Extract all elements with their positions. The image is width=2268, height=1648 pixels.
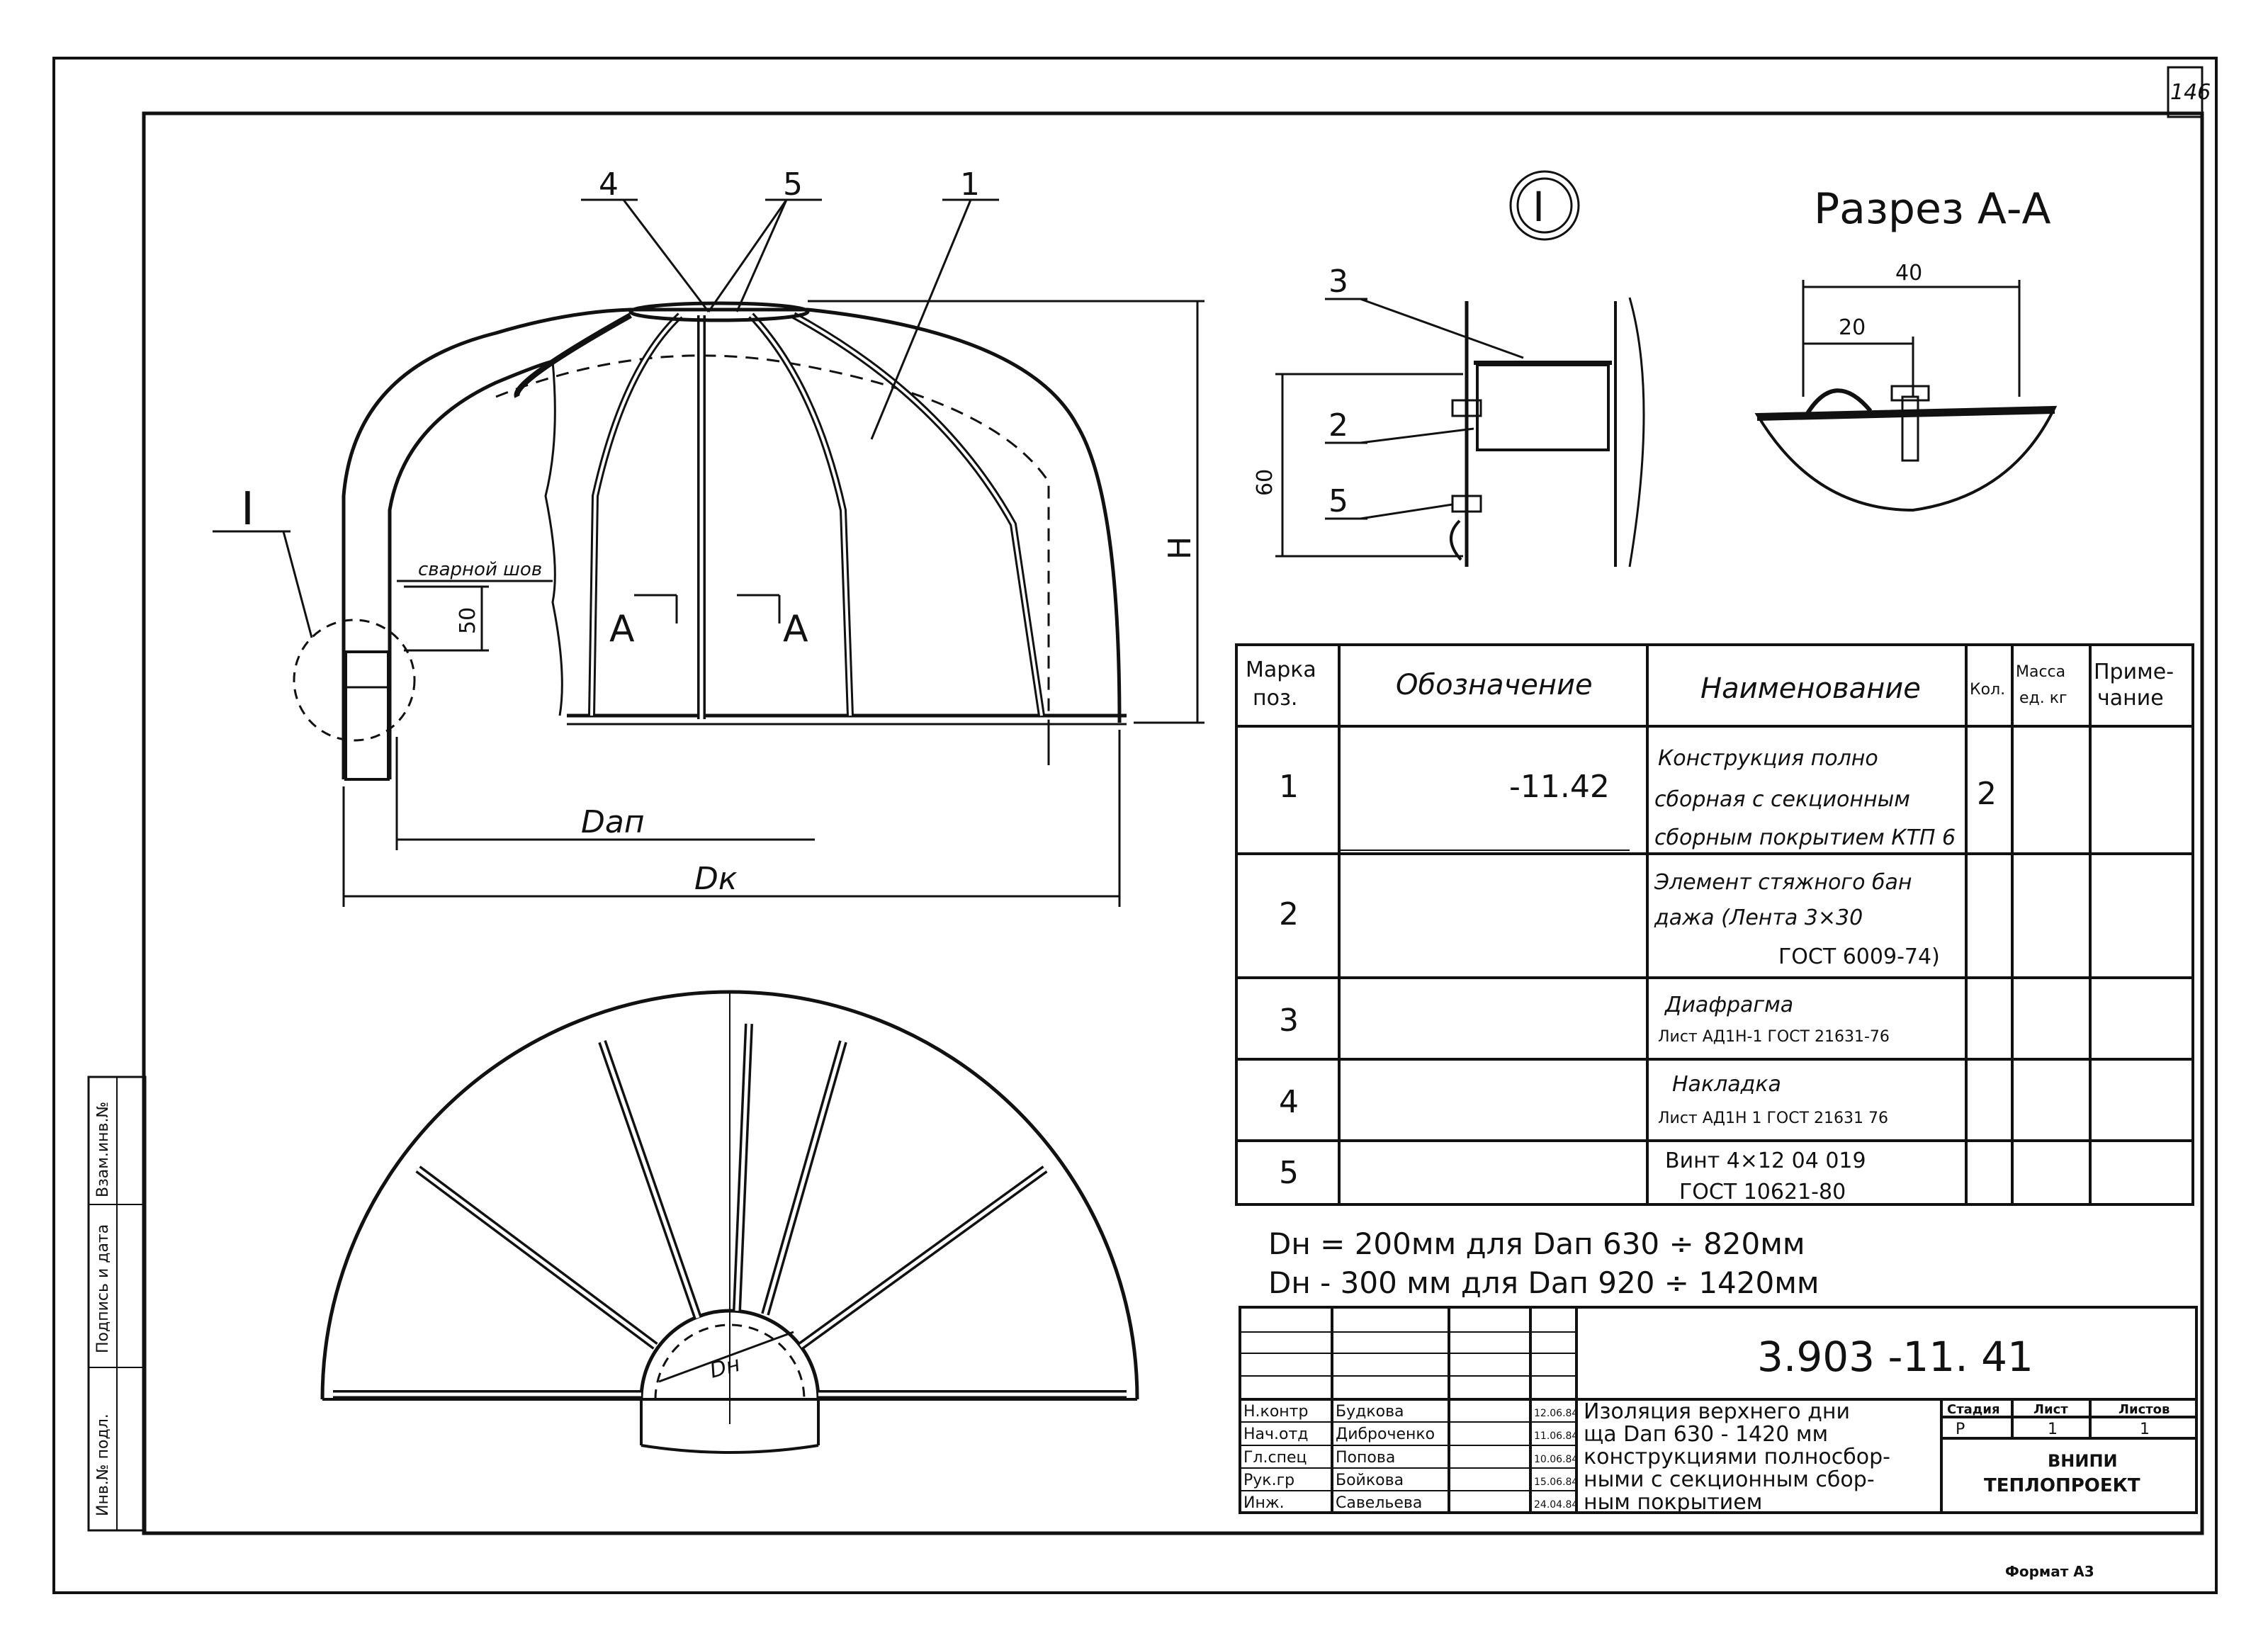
callout-I: I bbox=[241, 483, 254, 536]
row5-name-1: ГОСТ 10621-80 bbox=[1679, 1180, 1846, 1204]
tb-desc-1: ща Dап 630 - 1420 мм bbox=[1584, 1422, 1828, 1447]
section-dim-40: 40 bbox=[1895, 261, 1922, 286]
tb-name-4: Савельева bbox=[1336, 1494, 1422, 1512]
row2-mark: 2 bbox=[1279, 896, 1299, 932]
tb-name-0: Будкова bbox=[1336, 1403, 1404, 1421]
dim-50: 50 bbox=[456, 607, 480, 634]
row5-mark: 5 bbox=[1279, 1155, 1299, 1191]
spec-table bbox=[1235, 643, 2194, 1206]
tb-code: 3.903 -11. 41 bbox=[1757, 1333, 2033, 1381]
tb-org-0: ВНИПИ bbox=[2048, 1451, 2118, 1471]
tb-role-2: Гл.спец bbox=[1243, 1449, 1307, 1467]
tb-date-4: 24.04.84 bbox=[1534, 1499, 1578, 1511]
dim-Dap: Dап bbox=[581, 804, 645, 840]
outer-border bbox=[52, 57, 2218, 1594]
section-title: Разрез А-А bbox=[1814, 184, 2051, 234]
side-stamp-zam: Взам.инв.№ bbox=[94, 1102, 112, 1197]
tb-role-3: Рук.гр bbox=[1243, 1472, 1294, 1489]
callout-1: 1 bbox=[960, 167, 980, 203]
row2-name-2: ГОСТ 6009-74) bbox=[1778, 944, 1940, 969]
row5-name-0: Винт 4×12 04 019 bbox=[1665, 1148, 1866, 1173]
row4-mark: 4 bbox=[1279, 1084, 1299, 1120]
tb-stage-header: Стадия bbox=[1947, 1402, 2000, 1417]
row4-name-1: Лист АД1Н 1 ГОСТ 21631 76 bbox=[1658, 1110, 1888, 1127]
tb-sheet: 1 bbox=[2048, 1421, 2058, 1438]
tb-desc-0: Изоляция верхнего дни bbox=[1584, 1399, 1850, 1424]
th-designation: Обозначение bbox=[1396, 669, 1593, 701]
tb-desc-2: конструкциями полносбор- bbox=[1584, 1445, 1890, 1469]
row4-name-0: Накладка bbox=[1672, 1072, 1781, 1097]
row1-mark: 1 bbox=[1279, 769, 1299, 805]
row2-name-0: Элемент стяжного бан bbox=[1654, 870, 1912, 895]
dim-Dk: Dк bbox=[694, 861, 738, 897]
dim-Dn: Dн bbox=[707, 1352, 743, 1384]
weld-label: сварной шов bbox=[418, 559, 542, 580]
callout-4: 4 bbox=[599, 167, 619, 203]
side-stamp: Инв.№ подл. Подпись и дата Взам.инв.№ bbox=[87, 1076, 147, 1532]
th-qty: Кол. bbox=[1970, 681, 2005, 699]
tb-name-1: Диброченко bbox=[1336, 1426, 1435, 1443]
th-mark-2: поз. bbox=[1253, 686, 1297, 711]
format-label: Формат А3 bbox=[2005, 1563, 2094, 1580]
tb-name-2: Попова bbox=[1336, 1449, 1395, 1467]
note-2: Dн - 300 мм для Dап 920 ÷ 1420мм bbox=[1268, 1265, 1820, 1300]
tb-date-0: 12.06.84 bbox=[1534, 1408, 1578, 1419]
dim-H: H bbox=[1162, 536, 1198, 560]
tb-date-1: 11.06.84 bbox=[1534, 1430, 1578, 1442]
row1-qty: 2 bbox=[1977, 776, 1997, 812]
row3-mark: 3 bbox=[1279, 1003, 1299, 1039]
tb-stage: Р bbox=[1956, 1421, 1965, 1438]
row1-name-2: сборным покрытием КТП 6 bbox=[1654, 825, 1956, 850]
th-mass-2: ед. кг bbox=[2019, 689, 2067, 707]
section-view bbox=[1754, 280, 2058, 512]
detail-3: 3 bbox=[1328, 264, 1348, 300]
row1-name-0: Конструкция полно bbox=[1658, 746, 1878, 771]
sheet-number-box bbox=[2167, 66, 2204, 118]
tb-role-1: Нач.отд bbox=[1243, 1426, 1309, 1443]
row3-name-0: Диафрагма bbox=[1664, 993, 1793, 1017]
th-note-2: чание bbox=[2097, 686, 2164, 711]
section-A-right: A bbox=[783, 608, 808, 650]
side-stamp-inv: Инв.№ подл. bbox=[94, 1413, 112, 1516]
tb-date-3: 15.06.84 bbox=[1534, 1477, 1578, 1488]
detail-2: 2 bbox=[1328, 407, 1348, 444]
title-block bbox=[1239, 1306, 2198, 1514]
detail-view bbox=[1275, 170, 1645, 568]
tb-role-4: Инж. bbox=[1243, 1494, 1285, 1512]
tb-sheet-header: Лист bbox=[2033, 1402, 2068, 1417]
detail-I-title: I bbox=[1533, 183, 1545, 231]
row3-name-1: Лист АД1Н-1 ГОСТ 21631-76 bbox=[1658, 1028, 1890, 1046]
th-mass-1: Масса bbox=[2016, 663, 2065, 681]
tb-desc-4: ным покрытием bbox=[1584, 1490, 1762, 1515]
tb-role-0: Н.контр bbox=[1243, 1403, 1308, 1421]
th-note-1: Приме- bbox=[2094, 660, 2174, 684]
note-1: Dн = 200мм для Dап 630 ÷ 820мм bbox=[1268, 1226, 1805, 1261]
detail-60: 60 bbox=[1253, 469, 1277, 496]
tb-sheets-header: Листов bbox=[2119, 1402, 2170, 1417]
row1-name-1: сборная с секционным bbox=[1654, 787, 1910, 812]
tb-org-1: ТЕПЛОПРОЕКТ bbox=[1984, 1475, 2140, 1496]
tb-name-3: Бойкова bbox=[1336, 1472, 1404, 1489]
sheet-number: 146 bbox=[2170, 80, 2211, 105]
side-stamp-sign: Подпись и дата bbox=[94, 1224, 112, 1353]
section-A-left: A bbox=[609, 608, 635, 650]
tb-sheets: 1 bbox=[2140, 1421, 2150, 1438]
row1-designation: -11.42 bbox=[1509, 769, 1610, 805]
inner-frame bbox=[142, 111, 2204, 1535]
callout-5: 5 bbox=[783, 167, 803, 203]
tb-date-2: 10.06.84 bbox=[1534, 1454, 1578, 1465]
front-view bbox=[293, 301, 1127, 781]
th-mark-1: Марка bbox=[1246, 657, 1316, 682]
th-name: Наименование bbox=[1700, 672, 1921, 705]
detail-5: 5 bbox=[1328, 483, 1348, 519]
plan-view bbox=[320, 990, 1139, 1454]
section-dim-20: 20 bbox=[1839, 315, 1866, 340]
row2-name-1: дажа (Лента 3×30 bbox=[1654, 905, 1863, 930]
front-callouts bbox=[213, 198, 1204, 907]
tb-desc-3: ными с секционным сбор- bbox=[1584, 1467, 1875, 1492]
